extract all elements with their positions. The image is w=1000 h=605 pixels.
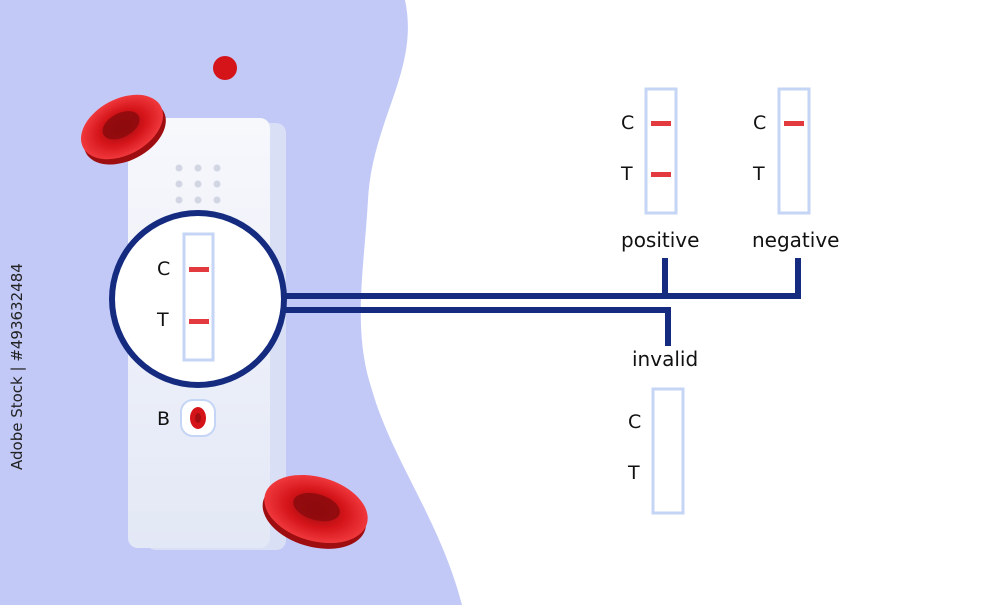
- positive-test-label: T: [621, 163, 633, 185]
- positive-control-label: C: [621, 112, 635, 134]
- positive-test-line: [651, 172, 671, 177]
- positive-control-line: [651, 121, 671, 126]
- blood-drop: [213, 56, 237, 80]
- red-blood-cell: [262, 474, 368, 549]
- invalid-label: invalid: [632, 347, 699, 371]
- device-dots: [175, 164, 221, 204]
- negative-label: negative: [752, 228, 840, 252]
- sample-well-label: B: [157, 408, 171, 430]
- lens-test-label: T: [157, 309, 169, 331]
- positive-strip: [644, 87, 678, 215]
- lens-strip: [182, 232, 215, 362]
- stock-credit: Adobe Stock | #493632484: [8, 263, 26, 470]
- lens-control-line: [189, 267, 209, 272]
- lens-test-line: [189, 319, 209, 324]
- lens-control-label: C: [157, 258, 171, 280]
- positive-label: positive: [621, 228, 700, 252]
- connector-lines: [285, 258, 801, 346]
- connector-to-negative: [285, 258, 801, 299]
- negative-control-label: C: [753, 112, 767, 134]
- invalid-control-label: C: [628, 411, 642, 433]
- red-blood-cell: [80, 94, 166, 165]
- negative-test-label: T: [753, 163, 765, 185]
- negative-strip: [777, 87, 811, 215]
- invalid-strip: [651, 387, 685, 515]
- invalid-test-label: T: [628, 462, 640, 484]
- negative-control-line: [784, 121, 804, 126]
- blood-sample-core: [195, 413, 201, 423]
- connector-to-invalid: [285, 307, 671, 346]
